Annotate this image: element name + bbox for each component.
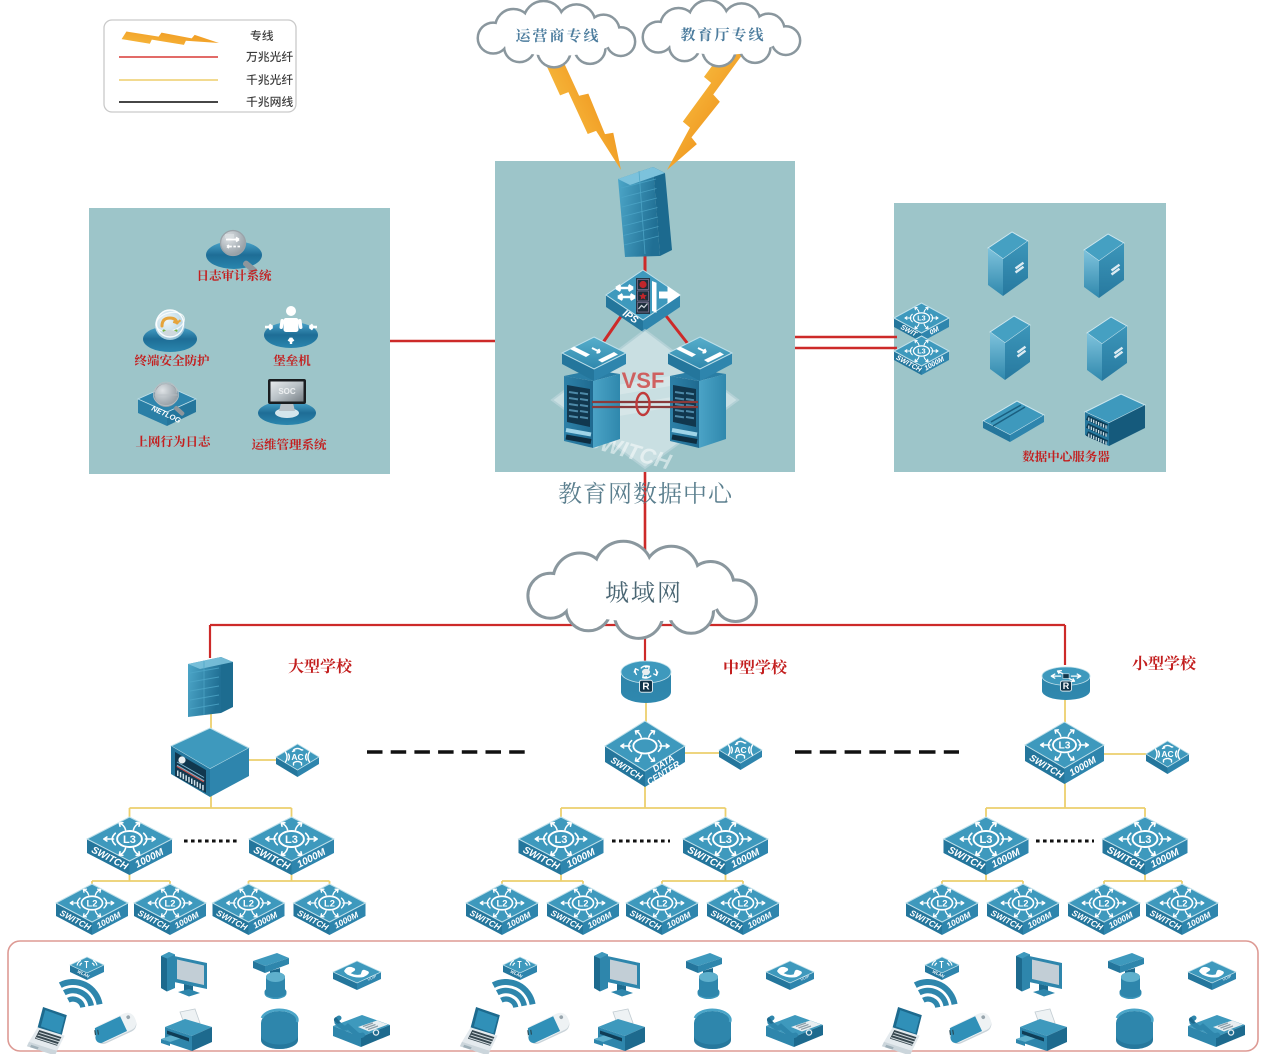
svg-text:VSF: VSF — [622, 368, 665, 393]
svg-text:R: R — [642, 682, 650, 693]
svg-text:WLAN: WLAN — [510, 969, 524, 979]
svg-text:L3: L3 — [719, 834, 732, 846]
svg-text:L2: L2 — [578, 897, 589, 908]
svg-text:SOC: SOC — [278, 387, 296, 396]
svg-text:L2: L2 — [497, 897, 508, 908]
svg-text:WLAN: WLAN — [77, 969, 91, 979]
svg-text:L2: L2 — [738, 897, 749, 908]
svg-text:L3: L3 — [917, 314, 925, 323]
svg-text:L2: L2 — [1177, 897, 1188, 908]
svg-text:WLAN: WLAN — [932, 969, 946, 979]
svg-text:L3: L3 — [1139, 834, 1152, 846]
svg-text:L2: L2 — [165, 897, 176, 908]
svg-text:L3: L3 — [1058, 741, 1070, 752]
svg-text:R: R — [1063, 681, 1070, 691]
svg-text:L3: L3 — [980, 834, 993, 846]
svg-text:AC: AC — [734, 745, 746, 755]
svg-text:L3: L3 — [917, 347, 925, 356]
svg-text:L2: L2 — [1099, 897, 1110, 908]
svg-text:L2: L2 — [87, 897, 98, 908]
svg-text:AC: AC — [1161, 749, 1173, 759]
svg-text:L3: L3 — [285, 834, 298, 846]
svg-text:L2: L2 — [324, 897, 335, 908]
svg-text:VOIP: VOIP — [1221, 973, 1232, 982]
svg-text:L2: L2 — [243, 897, 254, 908]
svg-text:VOIP: VOIP — [799, 973, 810, 982]
svg-text:L2: L2 — [1018, 897, 1029, 908]
svg-text:L3: L3 — [555, 834, 568, 846]
svg-text:L3: L3 — [123, 834, 136, 846]
svg-text:0M: 0M — [929, 326, 941, 337]
svg-text:L2: L2 — [657, 897, 668, 908]
svg-text:AC: AC — [291, 752, 303, 762]
svg-text:L2: L2 — [937, 897, 948, 908]
svg-text:VOIP: VOIP — [366, 973, 377, 982]
